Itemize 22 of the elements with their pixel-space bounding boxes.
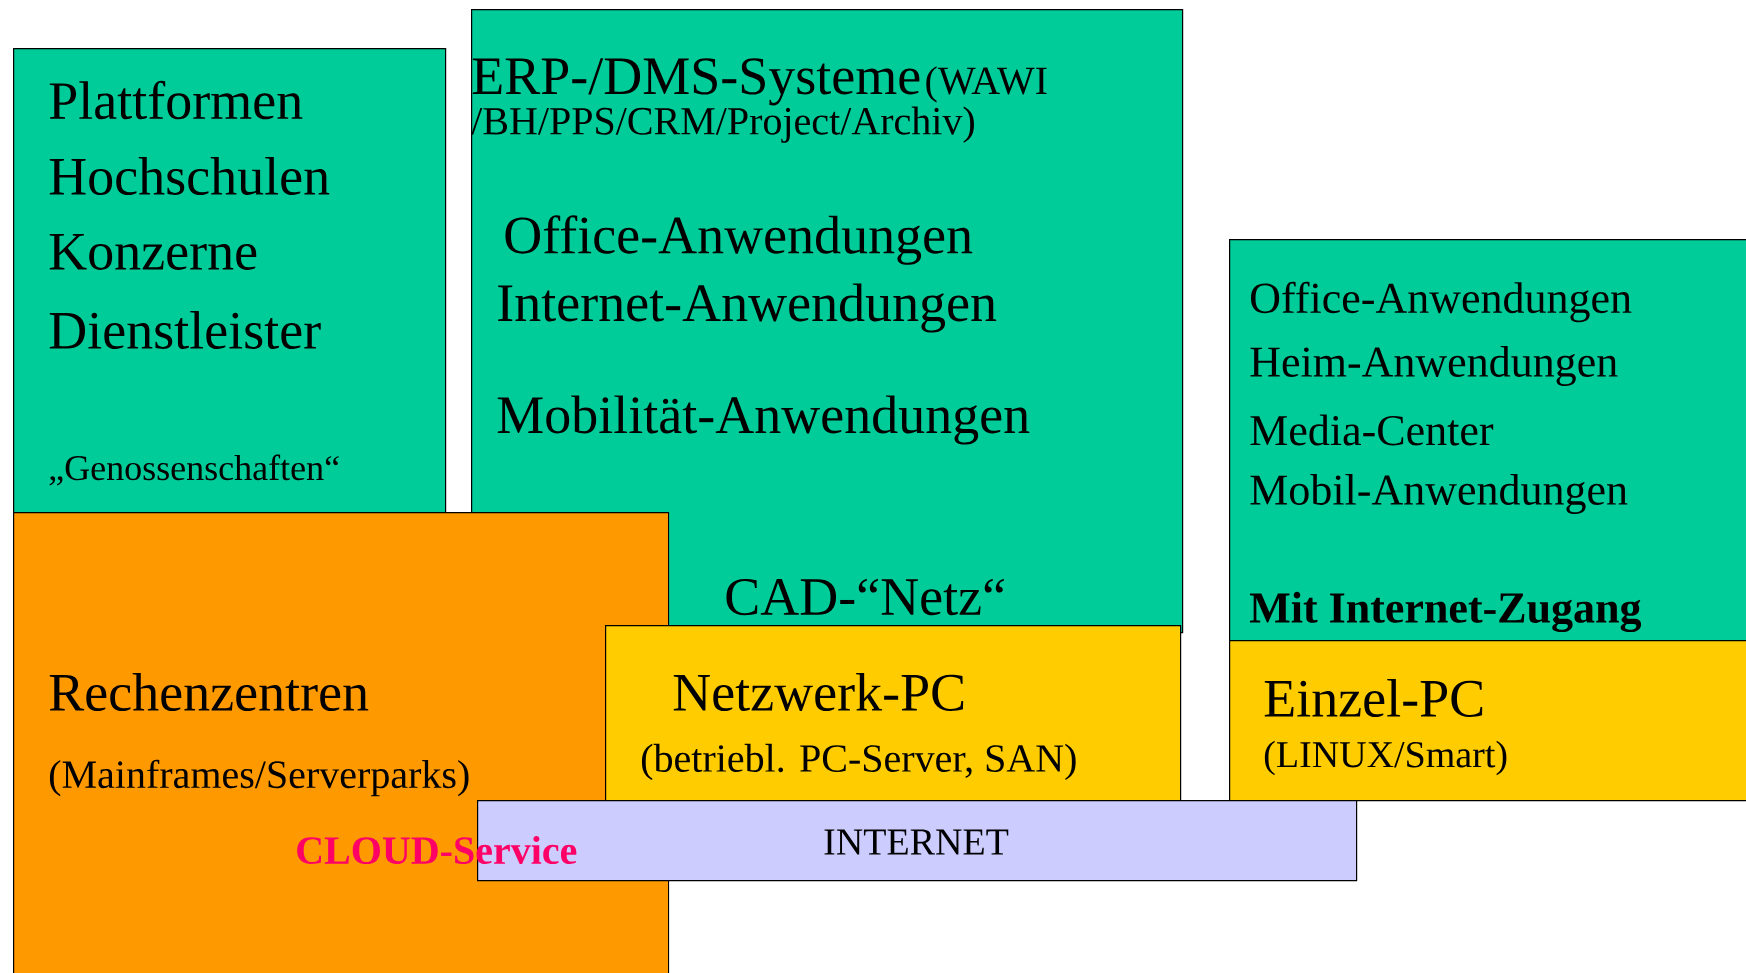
text: Mobil-Anwendungen	[1250, 474, 1628, 514]
text: Konzerne	[49, 234, 257, 270]
text: Netzwerk-PC	[673, 673, 964, 711]
text: INTERNET	[824, 829, 1009, 855]
text: Rechenzentren	[49, 673, 369, 711]
text: Mit Internet-Zugang	[1249, 591, 1642, 633]
text: (betriebl. PC-Server, SAN)	[641, 743, 1076, 781]
text: Einzel-PC	[1264, 679, 1483, 717]
heading: ERP-/DMS-Systeme(WAWI /BH/PPS/CRM/Project/Archiv)	[471, 58, 1047, 143]
text: Heim-Anwendungen	[1250, 346, 1618, 386]
text: Office-Anwendungen	[1251, 281, 1632, 323]
text: Dienstleister	[49, 311, 321, 349]
text: Hochschulen	[49, 157, 330, 195]
text: CAD-“Netz“	[726, 578, 1004, 616]
text: Office-Anwendungen	[505, 215, 973, 265]
text: (Mainframes/Serverparks)	[49, 759, 469, 797]
text: Internet-Anwendungen	[498, 283, 997, 333]
text: „Genossenschaften“	[49, 454, 339, 486]
text: (LINUX/Smart)	[1264, 740, 1507, 776]
text: Plattformen	[49, 80, 303, 120]
text: Media-Center	[1250, 414, 1494, 446]
text: Mobilität-Anwendungen	[497, 395, 1030, 445]
